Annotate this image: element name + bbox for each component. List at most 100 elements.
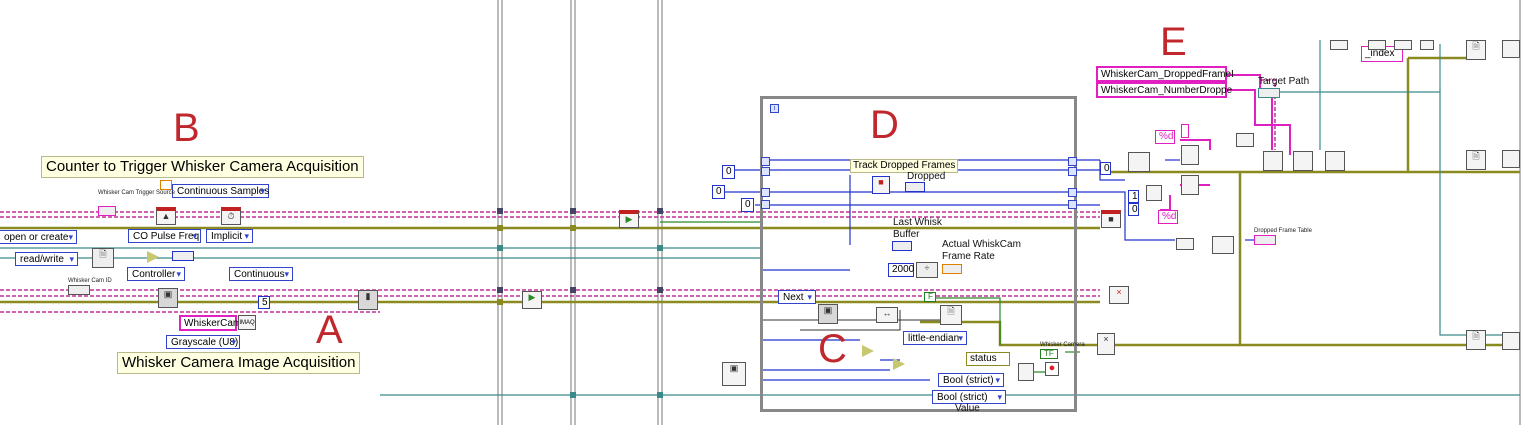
dropped-frame-table-label: Dropped Frame Table xyxy=(1254,228,1312,235)
grayscale-ring[interactable]: Grayscale (U8) xyxy=(166,335,240,349)
rate-constant[interactable]: 2000 xyxy=(888,263,914,277)
bool-strict-2[interactable]: Bool (strict) xyxy=(932,390,1006,404)
seq-tunnel xyxy=(657,245,663,251)
seq-tunnel xyxy=(497,225,503,231)
implicit-ring[interactable]: Implicit xyxy=(206,229,253,243)
annotation-e: E xyxy=(1160,22,1187,62)
continuous-ring[interactable]: Continuous xyxy=(229,267,293,281)
format-string-node[interactable] xyxy=(1181,145,1199,165)
error-handler-node-3[interactable] xyxy=(1502,332,1520,350)
concat-strings-node[interactable] xyxy=(1236,133,1254,147)
array-node[interactable] xyxy=(1176,238,1194,250)
file-write-icon: 🗎 xyxy=(941,306,961,316)
daqmx-stop-task-node[interactable]: ■ xyxy=(1101,210,1121,228)
or-array-node[interactable] xyxy=(1018,363,1034,381)
imaq-start-node[interactable]: ▶ xyxy=(522,291,542,309)
file-icon: 🗎 xyxy=(1467,151,1485,161)
false-constant[interactable]: F xyxy=(924,292,936,302)
or-node[interactable] xyxy=(862,345,874,357)
imaq-create-node[interactable]: IMAQ xyxy=(238,315,256,330)
empty-string-const[interactable] xyxy=(1181,124,1189,138)
shift-register-right xyxy=(1068,200,1077,209)
track-icon: ■ xyxy=(873,177,889,187)
imaq-close-node[interactable]: × xyxy=(1109,286,1129,304)
format-d-const-2[interactable]: %d xyxy=(1158,210,1178,224)
camera-icon: ▣ xyxy=(159,289,177,299)
seq-tunnel xyxy=(657,392,663,398)
shift-register-left xyxy=(761,188,770,197)
flatten-node[interactable]: ↔ xyxy=(876,307,898,323)
concat-node-3[interactable] xyxy=(1394,40,1412,50)
format-string-node-2[interactable] xyxy=(1181,175,1199,195)
target-path-control[interactable] xyxy=(1258,88,1280,98)
shift-register-right xyxy=(1068,157,1077,166)
dropped-frame-table-indicator xyxy=(1254,235,1276,245)
imaq-configure-grab-node[interactable]: ▮ xyxy=(358,290,378,310)
read-write-ring[interactable]: read/write xyxy=(15,252,78,266)
error-handler-node-2[interactable] xyxy=(1502,150,1520,168)
next-ring[interactable]: Next xyxy=(778,290,816,304)
track-dropped-subvi[interactable]: ■ xyxy=(872,176,890,194)
open-file-node[interactable]: 🗎 xyxy=(92,248,114,268)
right-const-0[interactable]: 0 xyxy=(1100,162,1111,175)
status-unbundle[interactable]: status xyxy=(966,352,1010,366)
compare-node[interactable] xyxy=(147,251,159,263)
or-node-2[interactable] xyxy=(893,358,905,370)
imaq-grab-node[interactable]: ▣ xyxy=(818,304,838,324)
open-or-create-ring[interactable]: open or create xyxy=(0,230,77,244)
table-node[interactable] xyxy=(1212,236,1234,254)
file-path-node[interactable]: 🗎 xyxy=(1466,40,1486,60)
loop-const-0[interactable]: 0 xyxy=(722,165,735,179)
banner-image-acquisition: Whisker Camera Image Acquisition xyxy=(117,352,360,374)
stop-button[interactable]: ● xyxy=(1045,362,1059,376)
controller-ring[interactable]: Controller xyxy=(127,267,185,281)
right-const-0b[interactable]: 0 xyxy=(1128,203,1139,216)
value-label: Value xyxy=(955,403,980,415)
five-constant[interactable]: 5 xyxy=(258,296,270,309)
whisker-camera-control[interactable]: ▣ xyxy=(722,362,746,386)
counter-orange-constant[interactable] xyxy=(160,180,172,190)
grab-icon: ▮ xyxy=(359,291,377,301)
file-node-2[interactable]: 🗎 xyxy=(1466,150,1486,170)
concat-node-2[interactable] xyxy=(1368,40,1386,50)
bool-strict-1[interactable]: Bool (strict) xyxy=(938,373,1004,387)
format-d-const-1[interactable]: %d xyxy=(1155,130,1175,144)
write-binary-file-node[interactable]: 🗎 xyxy=(940,305,962,325)
imaq-open-camera-node[interactable]: ▣ xyxy=(158,288,178,308)
co-pulse-freq-ring[interactable]: CO Pulse Freq xyxy=(128,229,201,243)
error-handler-node[interactable] xyxy=(1502,40,1520,58)
index-array-node[interactable] xyxy=(1146,185,1162,201)
file-node-3[interactable]: 🗎 xyxy=(1466,330,1486,350)
little-endian-ring[interactable]: little-endian xyxy=(903,331,967,345)
trigger-source-control[interactable] xyxy=(98,206,116,216)
seq-tunnel xyxy=(570,392,576,398)
rate-node[interactable]: ÷ xyxy=(916,262,938,278)
tdms-close-node[interactable] xyxy=(1325,151,1345,171)
number-dropped-label-const[interactable]: WhiskerCam_NumberDroppe xyxy=(1096,82,1227,98)
buffer-label: Buffer xyxy=(893,229,920,241)
whiskercam-image-name[interactable]: WhiskerCam xyxy=(179,315,237,331)
close-file-node[interactable]: × xyxy=(1097,333,1115,355)
tdms-write-node[interactable] xyxy=(1293,151,1313,171)
shift-register-right xyxy=(1068,188,1077,197)
continuous-samples-ring[interactable]: Continuous Samples xyxy=(172,184,269,198)
dropped-indicator xyxy=(905,182,925,192)
frame-rate-indicator xyxy=(942,264,962,274)
monitor-icon: ▣ xyxy=(819,305,837,315)
dropped-frame-label-const[interactable]: WhiskerCam_DroppedFrameI xyxy=(1096,66,1227,82)
cam-id-control[interactable] xyxy=(68,285,90,295)
concat-node[interactable] xyxy=(1330,40,1348,50)
stop-task-icon: ■ xyxy=(1102,214,1120,224)
build-array-node[interactable] xyxy=(1128,152,1150,172)
whisker-camera-label: Whisker Camera xyxy=(1040,342,1085,349)
concat-node-4[interactable] xyxy=(1420,40,1434,50)
loop-const-0c[interactable]: 0 xyxy=(741,198,754,212)
shift-register-right xyxy=(1068,167,1077,176)
tdms-open-node[interactable] xyxy=(1263,151,1283,171)
loop-const-0b[interactable]: 0 xyxy=(712,185,725,199)
seq-tunnel xyxy=(497,299,503,305)
daqmx-timing-node[interactable]: ⏱ xyxy=(221,207,241,225)
daqmx-create-channel-node[interactable]: ▲ xyxy=(156,207,176,225)
right-const-1[interactable]: 1 xyxy=(1128,190,1139,203)
daqmx-start-task-node[interactable]: ▶ xyxy=(619,210,639,228)
